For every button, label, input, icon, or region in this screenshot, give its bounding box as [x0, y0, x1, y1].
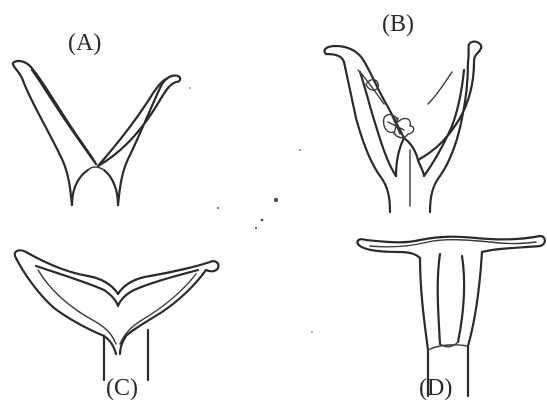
uterus-shape-b — [324, 42, 481, 212]
uterus-shape-a — [13, 61, 180, 205]
uterus-shape-d — [357, 236, 544, 396]
uterus-shape-c — [15, 250, 219, 380]
scan-specks — [189, 87, 313, 333]
